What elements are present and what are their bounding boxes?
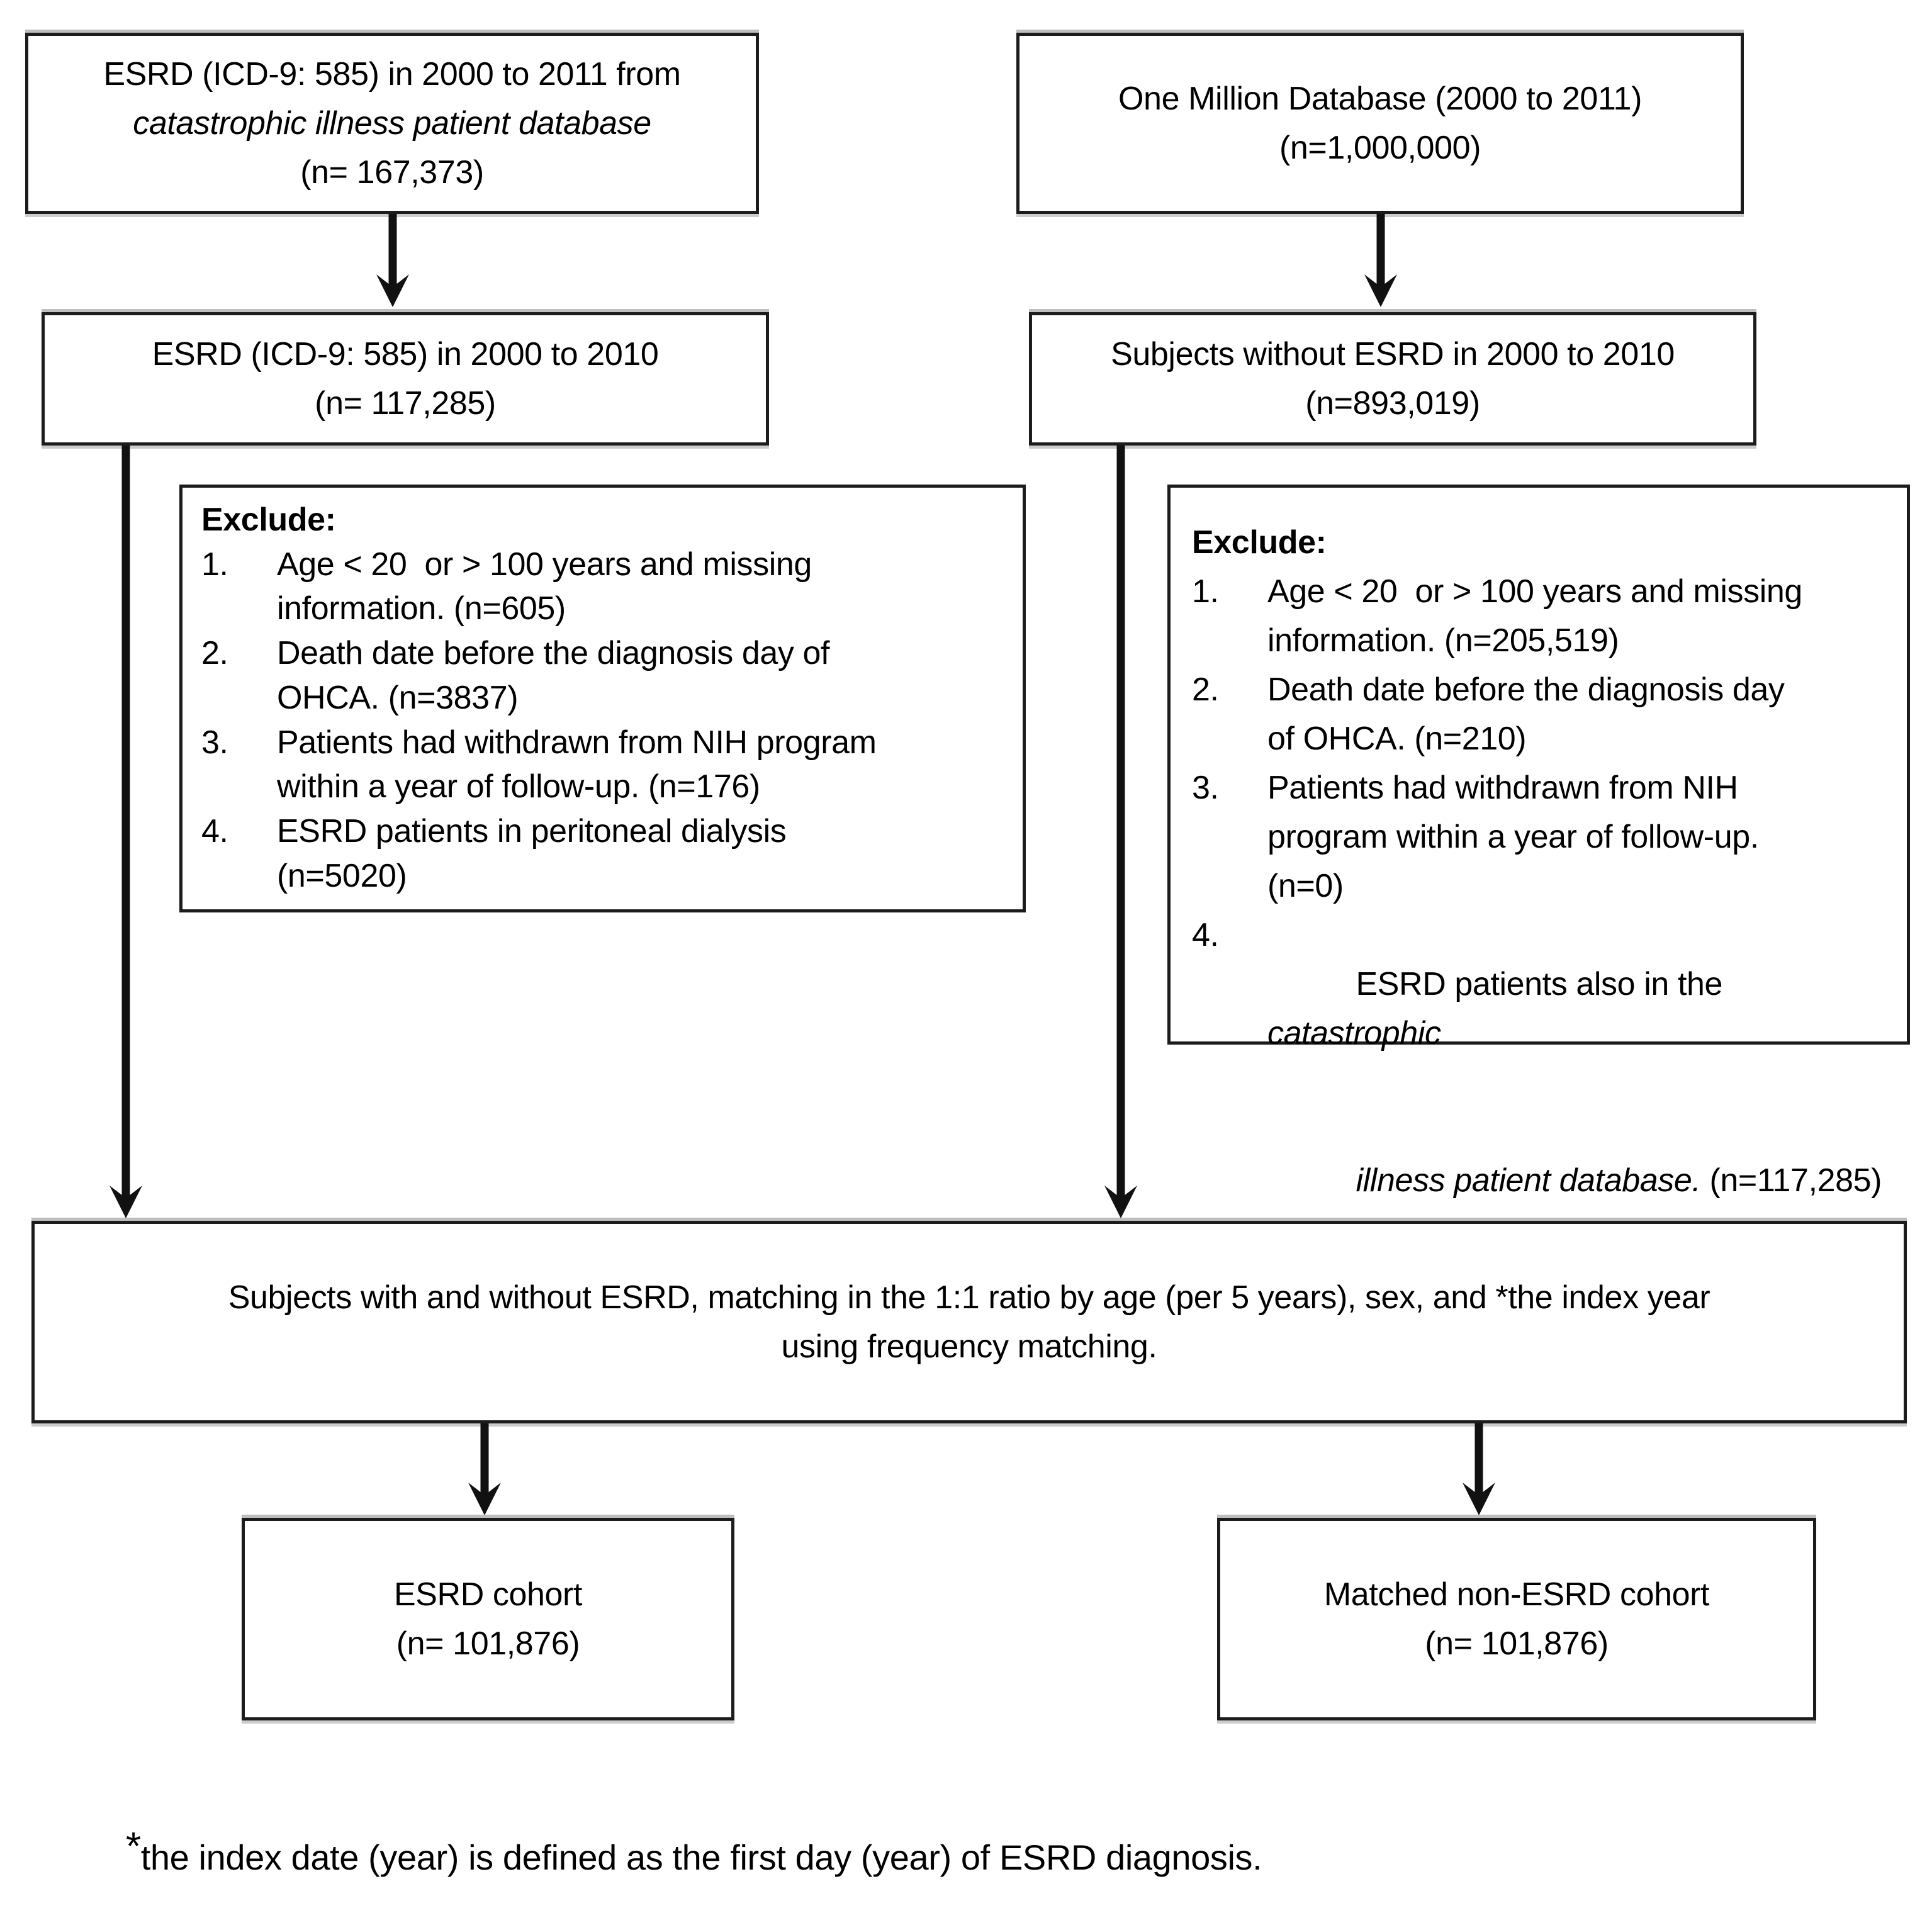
box-line: Subjects without ESRD in 2000 to 2010: [1111, 336, 1675, 373]
footnote-text: the index date (year) is defined as the …: [140, 1837, 1262, 1877]
item-line: program within a year of follow-up.: [1267, 819, 1759, 855]
item-line: ESRD patients in peritoneal dialysis: [277, 813, 787, 850]
item-line-italic: catastrophic: [1267, 1015, 1441, 1052]
item-number: 2.: [201, 635, 228, 672]
box-esrd-2000-2010: ESRD (ICD-9: 585) in 2000 to 2010 (n= 11…: [42, 312, 769, 446]
box-line: ESRD cohort: [393, 1576, 583, 1613]
item-text: Patients had withdrawn from NIH program …: [1267, 763, 1885, 911]
box-line: Subjects with and without ESRD, matching…: [228, 1279, 1710, 1316]
box-line-n: (n=1,000,000): [1279, 130, 1481, 166]
exclude-box-non-esrd-arm: Exclude: 1. Age < 20 or > 100 years and …: [1167, 485, 1910, 1199]
item-number: 3.: [1192, 770, 1219, 806]
item-number: 3.: [201, 724, 228, 761]
exclude-item: 3. Patients had withdrawn from NIH progr…: [201, 721, 1004, 809]
item-line: within a year of follow-up. (n=176): [277, 768, 760, 805]
item-line: OHCA. (n=3837): [277, 679, 519, 716]
item-line: illness patient database. (n=117,285): [1267, 1107, 1885, 1254]
arrow-down-icon: [376, 214, 409, 307]
box-line-n: (n= 101,876): [396, 1625, 580, 1662]
box-line-n: (n= 117,285): [315, 385, 496, 422]
item-line: Age < 20 or > 100 years and missing: [1267, 573, 1802, 610]
item-line-plain: (n=117,285): [1700, 1162, 1882, 1199]
item-line-italic: illness patient database.: [1356, 1162, 1701, 1199]
item-number: 1.: [201, 546, 228, 583]
exclude-item: 3. Patients had withdrawn from NIH progr…: [1192, 763, 1885, 911]
box-line-n: (n= 101,876): [1425, 1625, 1609, 1662]
arrow-down-icon: [468, 1423, 501, 1515]
item-line-plain: ESRD patients also in the: [1356, 966, 1732, 1002]
item-line: of OHCA. (n=210): [1267, 721, 1527, 757]
item-text: Death date before the diagnosis day of O…: [277, 631, 1004, 720]
box-esrd-cohort: ESRD cohort (n= 101,876): [242, 1518, 734, 1720]
box-line-n: (n=893,019): [1305, 385, 1480, 422]
item-line: Death date before the diagnosis day: [1267, 671, 1785, 708]
exclude-heading: Exclude:: [1192, 524, 1327, 561]
item-line: Age < 20 or > 100 years and missing: [277, 546, 812, 583]
box-line-n: (n= 167,373): [300, 154, 484, 191]
item-number: 4.: [1192, 917, 1219, 953]
arrow-down-icon: [1104, 446, 1137, 1218]
footnote-asterisk: *: [126, 1825, 141, 1868]
exclude-item: 2. Death date before the diagnosis day o…: [201, 631, 1004, 720]
item-text: Age < 20 or > 100 years and missing info…: [1267, 567, 1885, 665]
item-number: 4.: [201, 813, 228, 850]
exclude-item: 1. Age < 20 or > 100 years and missing i…: [201, 542, 1004, 631]
item-line: information. (n=205,519): [1267, 622, 1619, 659]
footnote: *the index date (year) is defined as the…: [126, 1825, 1262, 1879]
exclude-box-esrd-arm: Exclude: 1. Age < 20 or > 100 years and …: [179, 485, 1026, 912]
exclude-item: 1. Age < 20 or > 100 years and missing i…: [1192, 567, 1885, 665]
exclude-heading: Exclude:: [201, 502, 336, 538]
box-matched-non-esrd-cohort: Matched non-ESRD cohort (n= 101,876): [1217, 1518, 1816, 1720]
box-line: ESRD (ICD-9: 585) in 2000 to 2010: [152, 336, 659, 373]
item-line: ESRD patients also in the catastrophic: [1267, 911, 1885, 1107]
exclude-item: 4. ESRD patients also in the catastrophi…: [1192, 911, 1885, 1254]
box-line-italic: catastrophic illness patient database: [133, 105, 651, 142]
box-line: using frequency matching.: [781, 1328, 1157, 1365]
box-frequency-matching: Subjects with and without ESRD, matching…: [31, 1221, 1907, 1423]
exclude-item: 4. ESRD patients in peritoneal dialysis …: [201, 809, 1004, 898]
box-line: One Million Database (2000 to 2011): [1118, 81, 1642, 117]
arrow-down-icon: [110, 446, 142, 1218]
arrow-down-icon: [1463, 1423, 1495, 1515]
item-number: 1.: [1192, 573, 1219, 610]
item-text: Patients had withdrawn from NIH program …: [277, 721, 1004, 809]
item-line: Death date before the diagnosis day of: [277, 635, 830, 672]
box-subjects-without-esrd: Subjects without ESRD in 2000 to 2010 (n…: [1029, 312, 1756, 446]
box-line: ESRD (ICD-9: 585) in 2000 to 2011 from: [103, 56, 681, 93]
item-text: Death date before the diagnosis day of O…: [1267, 665, 1885, 763]
exclude-item: 2. Death date before the diagnosis day o…: [1192, 665, 1885, 763]
item-number: 2.: [1192, 671, 1219, 708]
arrow-down-icon: [1364, 214, 1397, 307]
item-line: (n=0): [1267, 868, 1344, 904]
box-line: Matched non-ESRD cohort: [1323, 1576, 1710, 1613]
item-line: information. (n=605): [277, 590, 566, 627]
box-one-million-database: One Million Database (2000 to 2011) (n=1…: [1016, 33, 1744, 214]
item-line: Patients had withdrawn from NIH: [1267, 770, 1738, 806]
item-line: (n=5020): [277, 857, 407, 894]
item-text: Age < 20 or > 100 years and missing info…: [277, 542, 1004, 631]
item-line: Patients had withdrawn from NIH program: [277, 724, 877, 761]
box-esrd-source-database: ESRD (ICD-9: 585) in 2000 to 2011 from c…: [25, 33, 759, 214]
item-text: ESRD patients in peritoneal dialysis (n=…: [277, 809, 1004, 898]
item-text: ESRD patients also in the catastrophic i…: [1267, 911, 1885, 1254]
